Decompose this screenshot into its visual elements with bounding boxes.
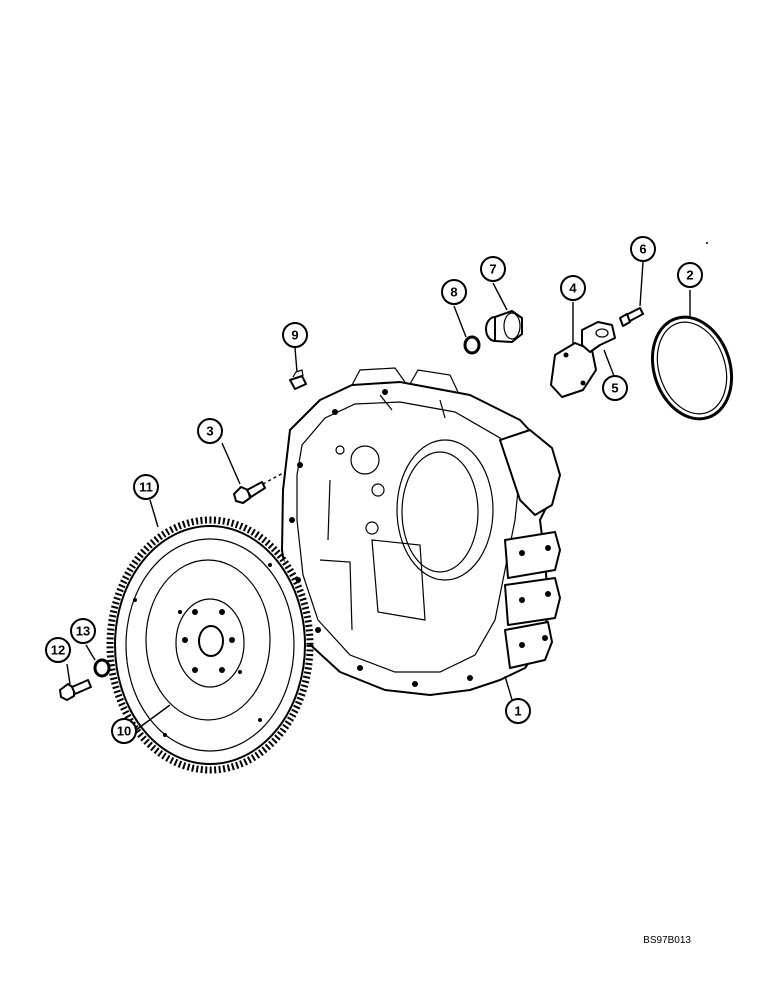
washer [93, 658, 111, 678]
seal-ring [463, 335, 481, 355]
bolt-6 [619, 307, 644, 327]
cover-plate [550, 342, 597, 398]
callout-10: 10 [111, 718, 137, 744]
callout-11-label: 11 [139, 480, 153, 495]
callout-8-label: 8 [450, 285, 457, 300]
bolt-12 [59, 679, 92, 701]
callout-2-label: 2 [686, 268, 693, 283]
callout-11: 11 [133, 474, 159, 500]
callout-9-label: 9 [291, 328, 298, 343]
callout-4: 4 [560, 275, 586, 301]
callout-7: 7 [480, 256, 506, 282]
callout-2: 2 [677, 262, 703, 288]
callout-4-label: 4 [569, 281, 577, 296]
callout-5: 5 [602, 375, 628, 401]
callout-12: 12 [45, 637, 71, 663]
callout-10-label: 10 [117, 724, 131, 739]
callout-6-label: 6 [639, 242, 646, 257]
plug-7 [485, 310, 523, 343]
plug-9 [289, 369, 307, 390]
bracket [581, 321, 616, 353]
callout-5-label: 5 [611, 381, 618, 396]
callout-6: 6 [630, 236, 656, 262]
o-ring [650, 315, 734, 421]
flywheel [106, 516, 314, 774]
callout-1-label: 1 [514, 704, 521, 719]
callout-3: 3 [197, 418, 223, 444]
callout-3-label: 3 [206, 424, 213, 439]
callout-7-label: 7 [489, 262, 496, 277]
flywheel-housing [281, 367, 561, 696]
callout-12-label: 12 [51, 643, 65, 658]
callout-1: 1 [505, 698, 531, 724]
drawing-id: BS97B013 [643, 935, 691, 946]
callout-13: 13 [70, 618, 96, 644]
stray-mark [706, 242, 708, 244]
callout-13-label: 13 [76, 624, 90, 639]
callout-9: 9 [282, 322, 308, 348]
bolt-3 [233, 481, 266, 504]
callout-8: 8 [441, 279, 467, 305]
